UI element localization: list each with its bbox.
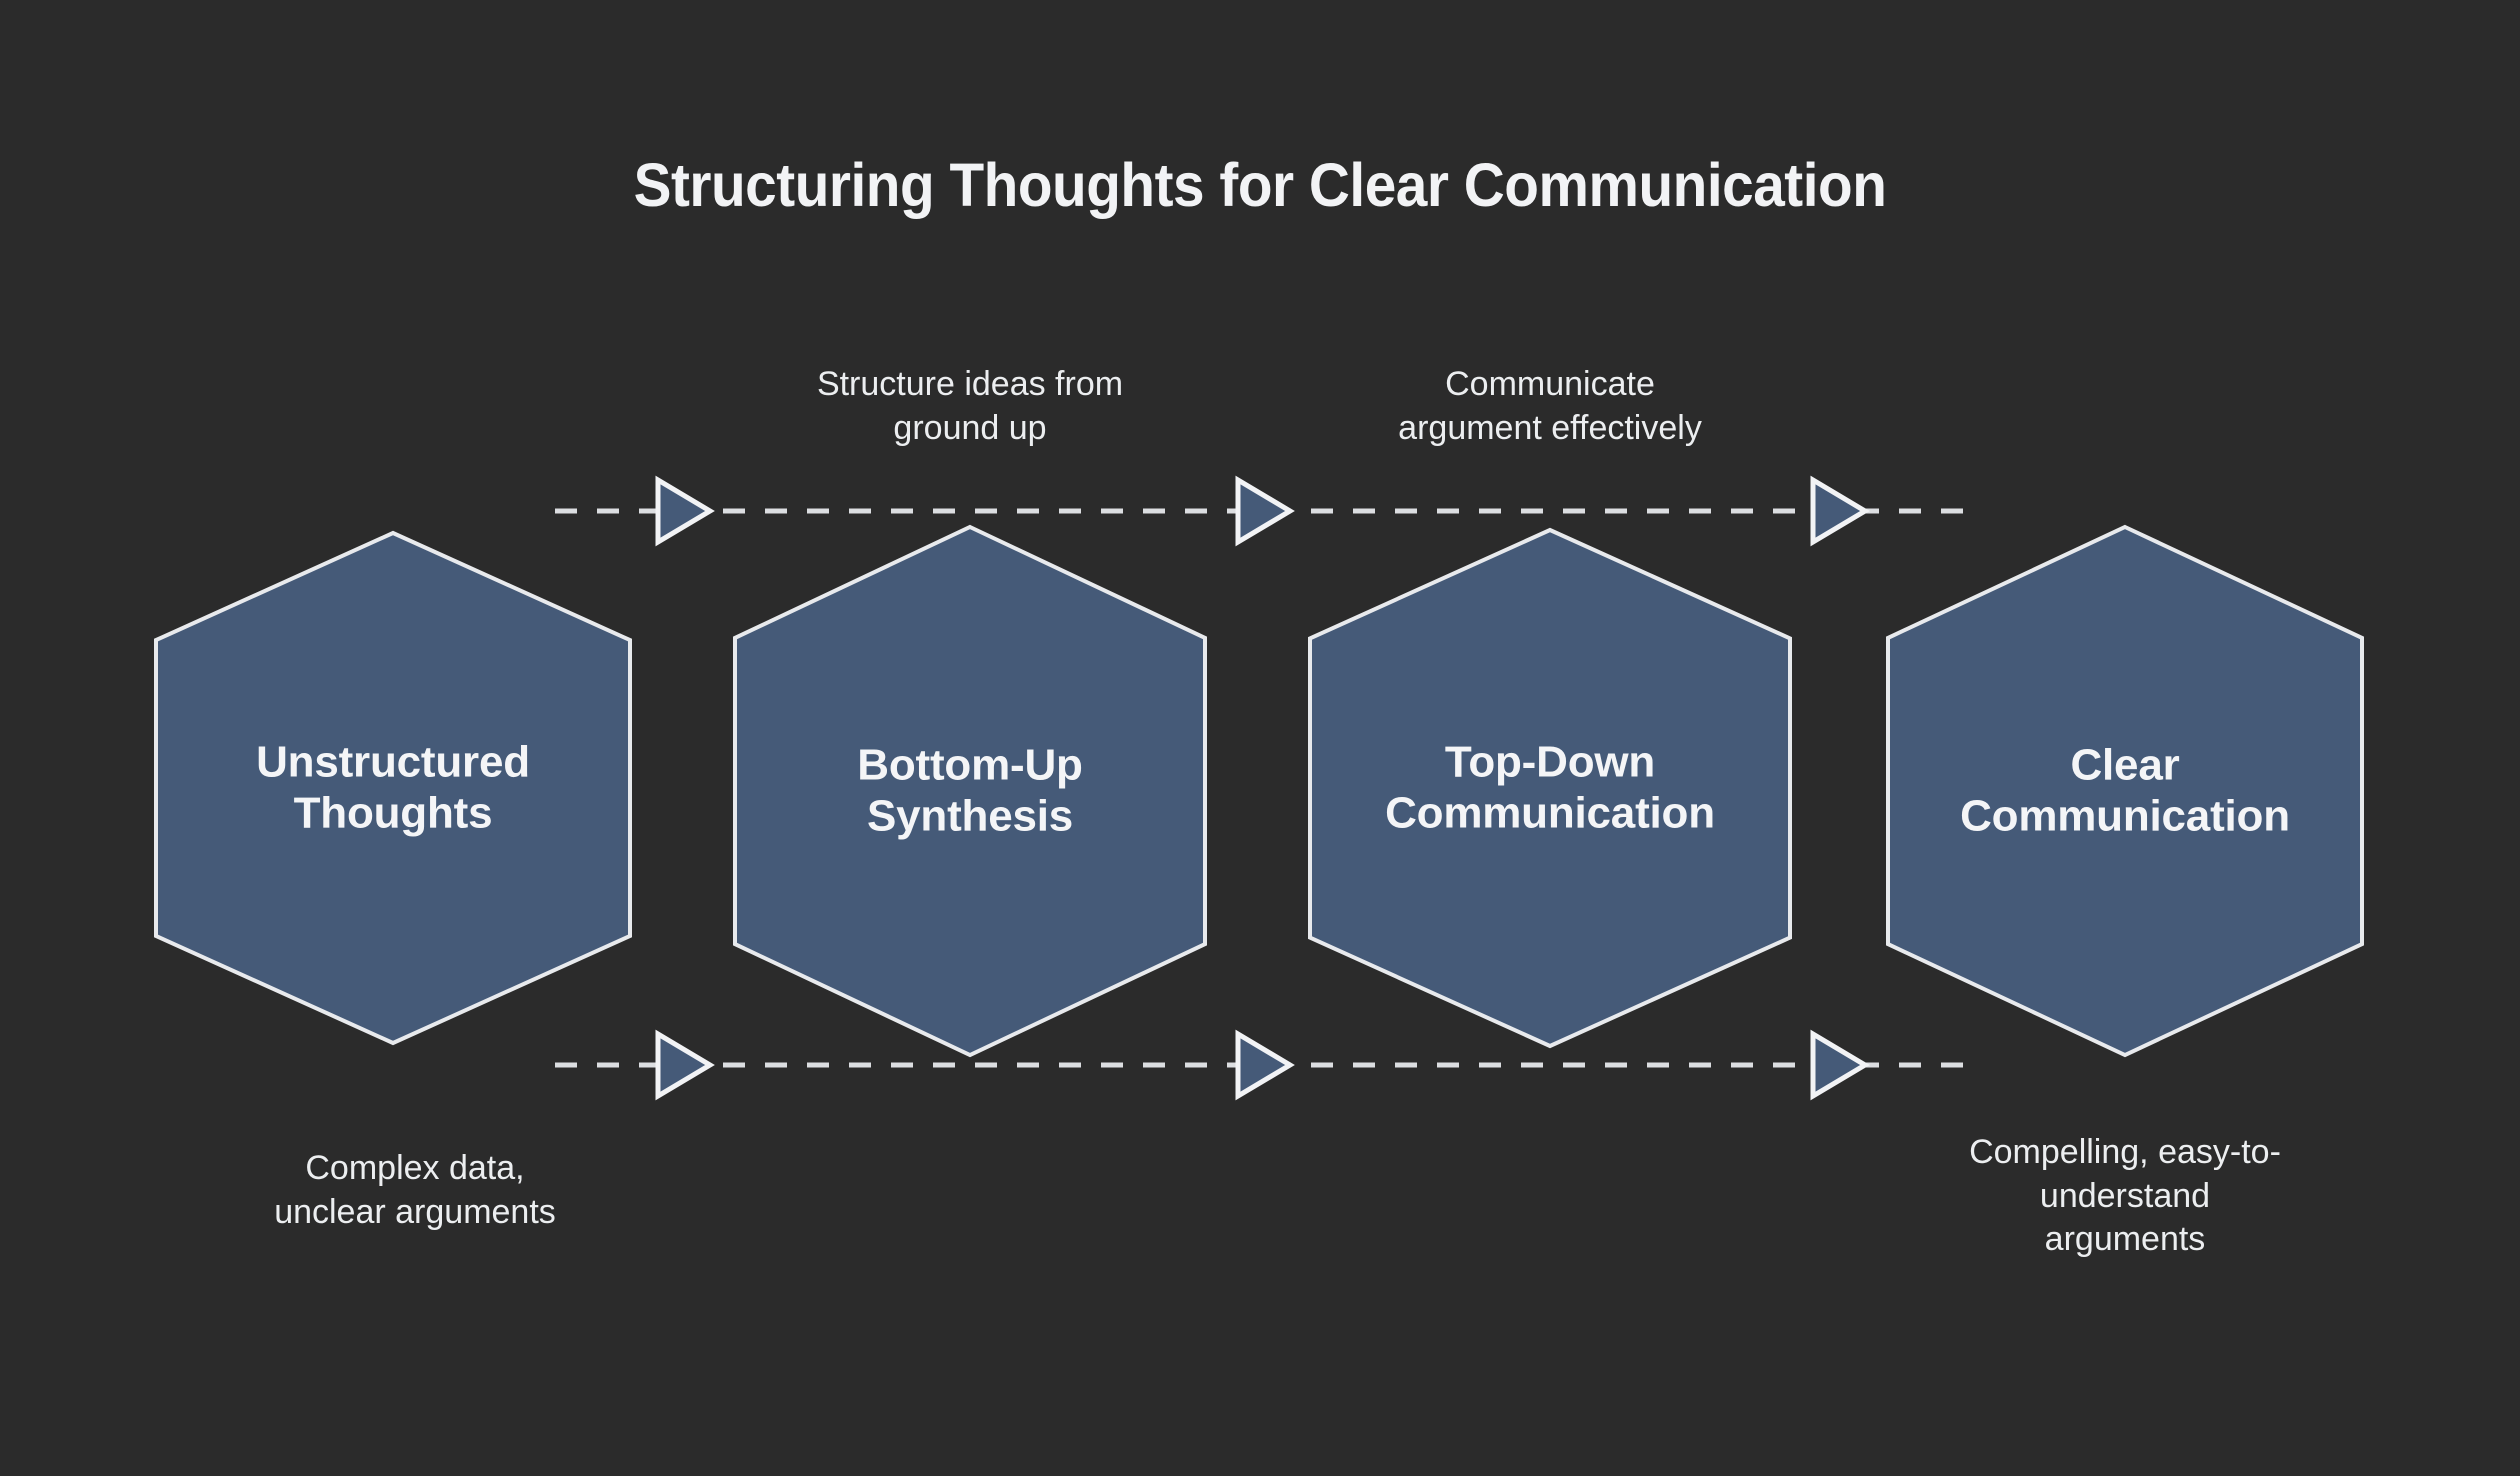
arrowhead-icon-top-3 [1810, 475, 1870, 547]
top-edge-label-1: Structure ideas from ground up [816, 365, 1124, 447]
arrowhead-icon-bottom-1 [655, 1029, 715, 1101]
hexagon-node-top-down-communication[interactable] [1308, 527, 1792, 1049]
arrowhead-icon-bottom-3 [1810, 1029, 1870, 1101]
hexagon-node-group [154, 524, 2364, 1058]
bottom-caption-1: Complex data, unclear arguments [274, 1149, 556, 1231]
hexagon-node-unstructured-thoughts[interactable] [154, 530, 632, 1046]
top-edge-label-2: Communicate argument effectively [1398, 365, 1702, 447]
page-title: Structuring Thoughts for Clear Communica… [633, 151, 1887, 219]
arrowhead-group [655, 475, 1870, 1101]
hexagon-node-bottom-up-synthesis[interactable] [733, 524, 1207, 1058]
hexagon-node-clear-communication[interactable] [1886, 524, 2364, 1058]
bottom-caption-2: Compelling, easy-to- understand argument… [1969, 1133, 2281, 1259]
arrowhead-icon-top-1 [655, 475, 715, 547]
arrowhead-icon-bottom-2 [1235, 1029, 1295, 1101]
arrowhead-icon-top-2 [1235, 475, 1295, 547]
